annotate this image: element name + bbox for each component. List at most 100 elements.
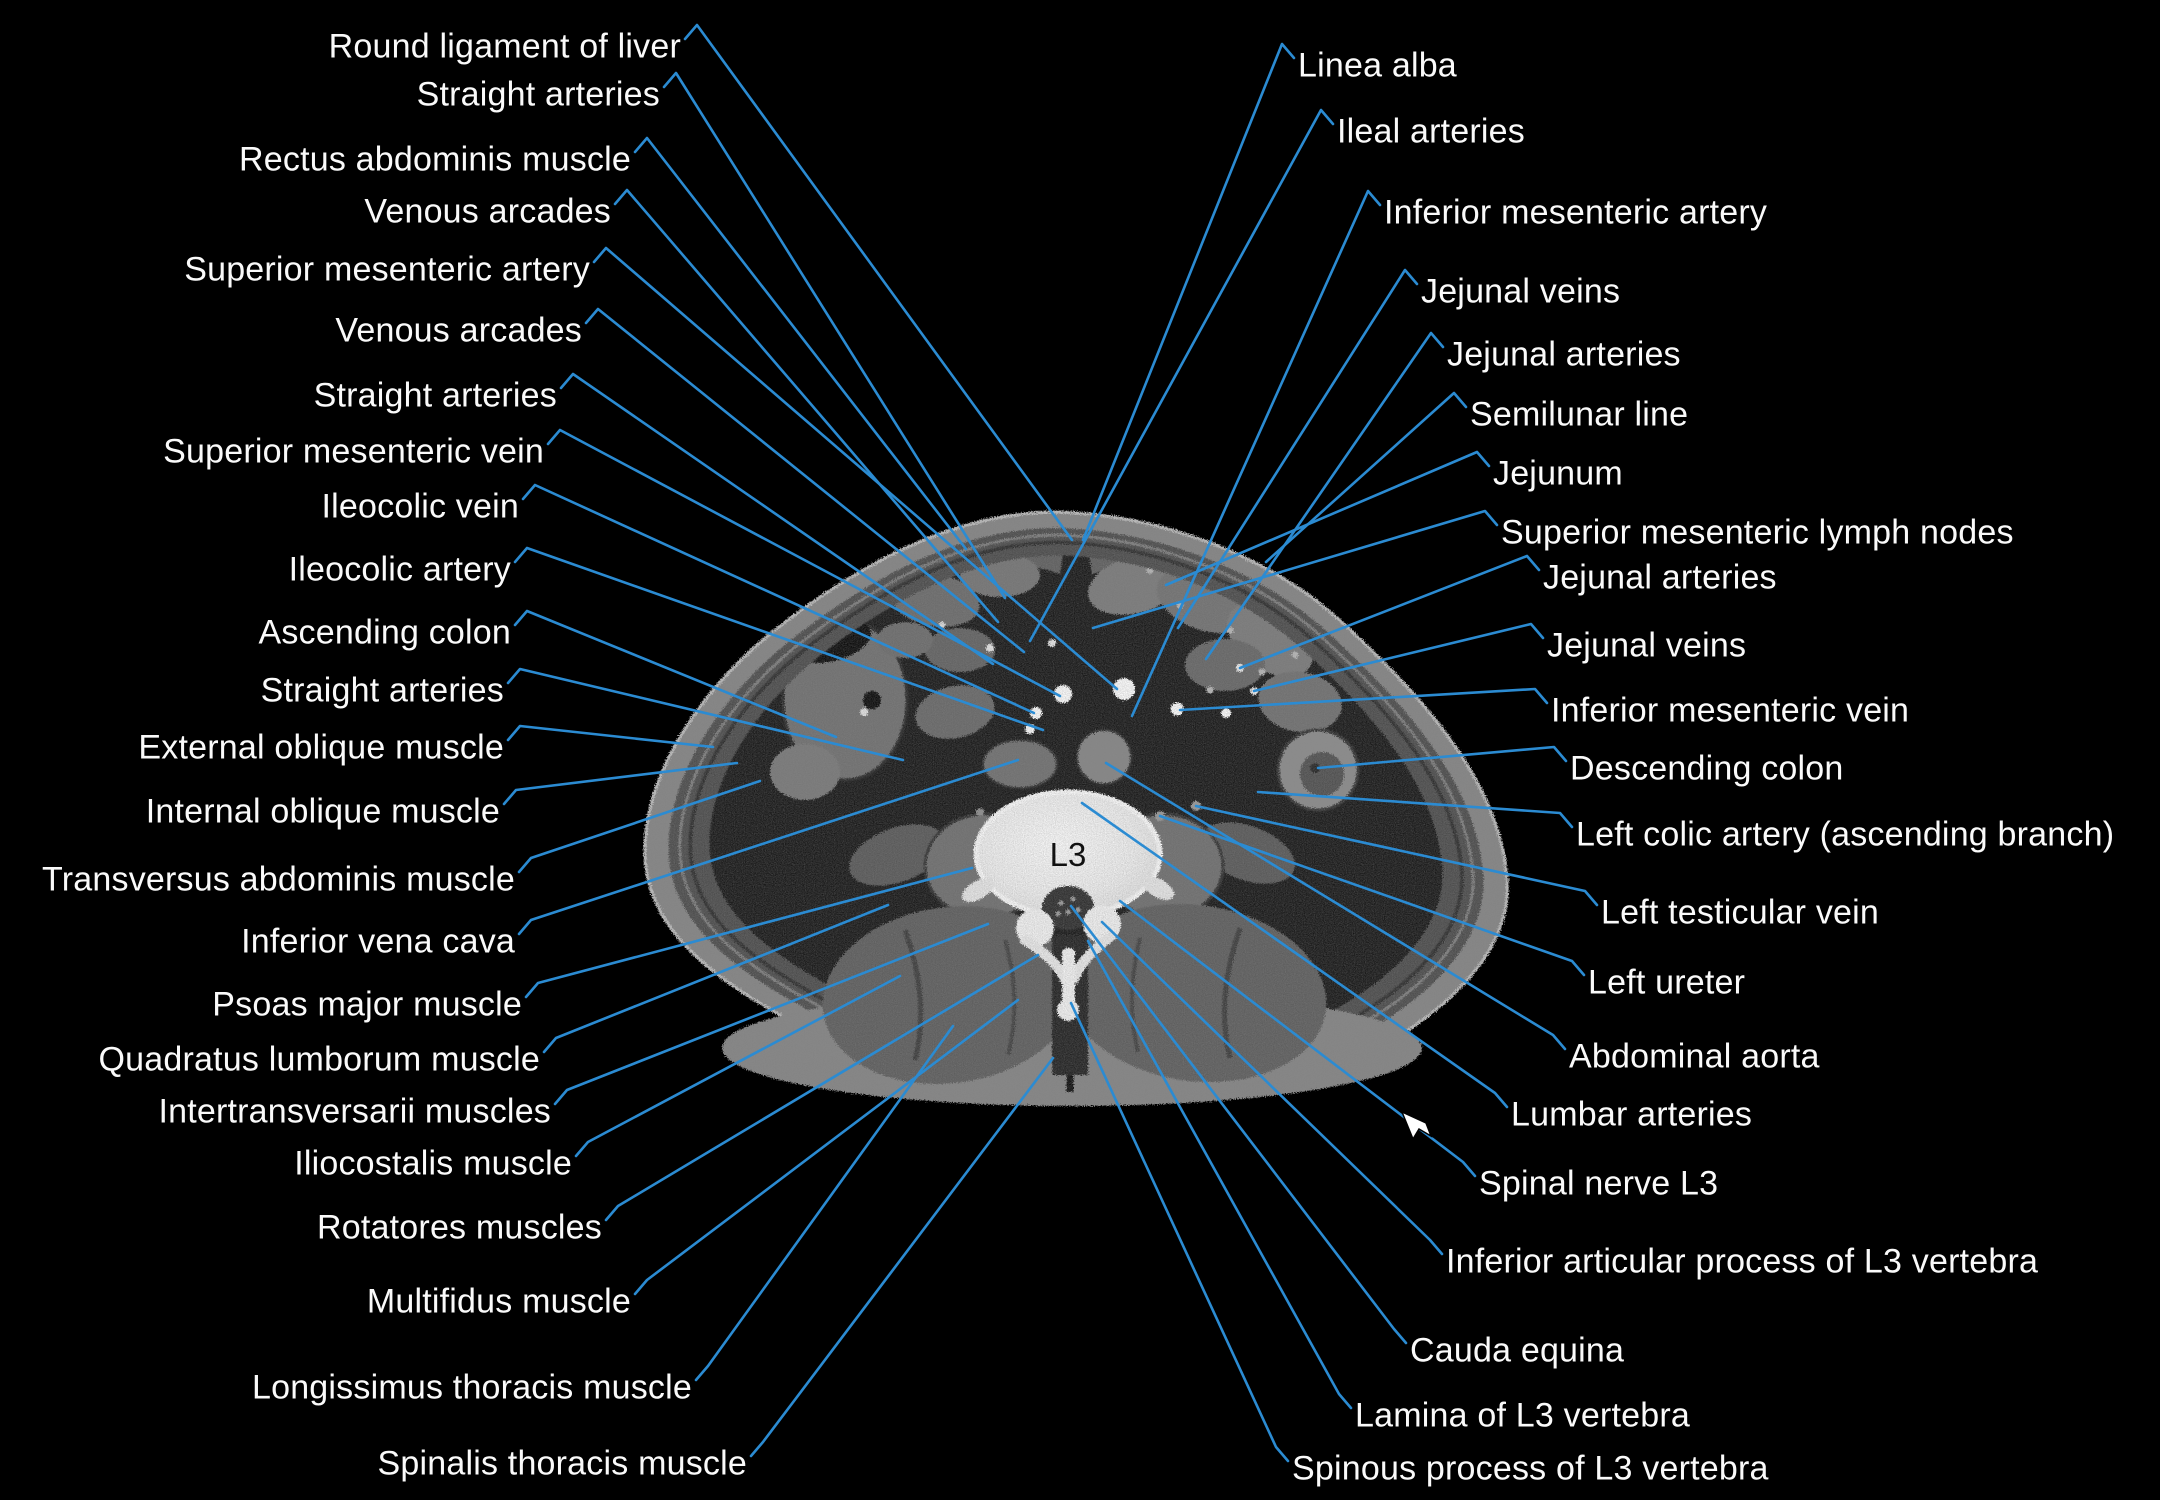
anatomy-label-inferior-mesenteric-artery[interactable]: Inferior mesenteric artery <box>1384 193 1768 232</box>
vessel-dot <box>986 644 994 652</box>
vessel-dot <box>1221 708 1231 718</box>
ileocolic-vein-dot <box>1030 707 1042 719</box>
anatomy-label-left-colic-artery-ascending-branch[interactable]: Left colic artery (ascending branch) <box>1576 815 2115 854</box>
superior-mesenteric-artery-dot <box>1113 678 1135 700</box>
vessel-dot <box>860 708 868 716</box>
anatomy-label-superior-mesenteric-vein[interactable]: Superior mesenteric vein <box>163 432 544 471</box>
anatomy-label-descending-colon[interactable]: Descending colon <box>1570 749 1844 788</box>
anatomy-label-rotatores-muscles[interactable]: Rotatores muscles <box>317 1208 602 1247</box>
inferior-mesenteric-vein-dot <box>1170 702 1184 716</box>
vessel-dot <box>976 808 984 816</box>
leader-line-left-ureter <box>1158 814 1586 977</box>
anatomy-label-lamina-of-l3-vertebra[interactable]: Lamina of L3 vertebra <box>1355 1396 1690 1435</box>
anatomy-label-straight-arteries[interactable]: Straight arteries <box>416 75 660 114</box>
leader-line-multifidus-muscle <box>633 998 1020 1296</box>
muscle-septum <box>902 929 924 1061</box>
leader-line-ileal-arteries <box>1028 108 1335 643</box>
anatomy-label-transversus-abdominis-muscle[interactable]: Transversus abdominis muscle <box>42 860 515 899</box>
anatomy-label-iliocostalis-muscle[interactable]: Iliocostalis muscle <box>294 1144 572 1183</box>
anatomy-label-venous-arcades[interactable]: Venous arcades <box>364 192 611 231</box>
leader-lines-layer <box>502 23 1599 1463</box>
superior-mesenteric-vein-dot <box>1054 685 1072 703</box>
anatomy-label-rectus-abdominis-muscle[interactable]: Rectus abdominis muscle <box>239 140 631 179</box>
abdominal-aorta <box>1076 729 1132 785</box>
anatomy-label-ileocolic-artery[interactable]: Ileocolic artery <box>288 550 511 589</box>
leader-line-transversus-abdominis-muscle <box>517 779 762 874</box>
anatomy-label-superior-mesenteric-lymph-nodes[interactable]: Superior mesenteric lymph nodes <box>1501 513 2014 552</box>
anatomy-label-inferior-mesenteric-vein[interactable]: Inferior mesenteric vein <box>1551 691 1910 730</box>
leader-line-iliocostalis-muscle <box>574 974 902 1158</box>
spinous-process-tip <box>1057 999 1079 1021</box>
leader-line-straight-arteries <box>506 667 905 762</box>
anatomy-label-semilunar-line[interactable]: Semilunar line <box>1470 395 1689 434</box>
leader-line-jejunal-arteries <box>1238 554 1541 670</box>
anatomy-label-jejunal-veins[interactable]: Jejunal veins <box>1421 272 1621 311</box>
anatomy-label-linea-alba[interactable]: Linea alba <box>1298 46 1457 85</box>
bowel-loop <box>915 685 995 739</box>
anatomy-label-superior-mesenteric-artery[interactable]: Superior mesenteric artery <box>184 250 590 289</box>
anatomy-label-round-ligament-of-liver[interactable]: Round ligament of liver <box>328 27 681 66</box>
anatomy-label-spinous-process-of-l3-vertebra[interactable]: Spinous process of L3 vertebra <box>1292 1449 1769 1488</box>
vertebra-level-text: L3 <box>1050 836 1087 873</box>
bowel-loop <box>925 628 995 672</box>
leader-line-ascending-colon <box>513 609 838 739</box>
anatomy-label-ileocolic-vein[interactable]: Ileocolic vein <box>321 487 519 526</box>
leader-line-quadratus-lumborum-muscle <box>542 903 890 1054</box>
anatomy-label-longissimus-thoracis-muscle[interactable]: Longissimus thoracis muscle <box>251 1368 692 1407</box>
leader-line-descending-colon <box>1316 745 1568 770</box>
leader-line-abdominal-aorta <box>1104 761 1567 1051</box>
anatomy-label-spinalis-thoracis-muscle[interactable]: Spinalis thoracis muscle <box>377 1444 747 1483</box>
leader-line-left-testicular-vein <box>1194 804 1599 907</box>
leader-line-rotatores-muscles <box>604 953 1040 1222</box>
muscle-septum <box>1129 937 1142 1053</box>
anatomy-label-left-testicular-vein[interactable]: Left testicular vein <box>1601 893 1880 932</box>
leader-line-semilunar-line <box>1264 391 1468 564</box>
leader-line-spinalis-thoracis-muscle <box>749 1056 1055 1458</box>
leader-line-ileocolic-vein <box>521 483 1036 715</box>
anatomy-label-abdominal-aorta[interactable]: Abdominal aorta <box>1569 1037 1820 1076</box>
leader-line-linea-alba <box>1081 42 1296 542</box>
anatomy-label-lumbar-arteries[interactable]: Lumbar arteries <box>1511 1095 1753 1134</box>
anatomy-label-inferior-vena-cava[interactable]: Inferior vena cava <box>241 922 515 961</box>
anatomy-label-jejunal-arteries[interactable]: Jejunal arteries <box>1447 335 1681 374</box>
anatomy-label-cauda-equina[interactable]: Cauda equina <box>1410 1331 1625 1370</box>
anatomy-label-internal-oblique-muscle[interactable]: Internal oblique muscle <box>145 792 500 831</box>
anatomy-label-left-ureter[interactable]: Left ureter <box>1588 963 1746 1002</box>
anatomy-label-straight-arteries[interactable]: Straight arteries <box>260 671 504 710</box>
leader-line-round-ligament-of-liver <box>683 23 1074 542</box>
anatomy-label-spinal-nerve-l3[interactable]: Spinal nerve L3 <box>1479 1164 1719 1203</box>
erector-spinae-right <box>822 906 1078 1084</box>
leader-line-straight-arteries <box>662 71 1007 600</box>
bowel-loop <box>877 622 933 658</box>
anatomy-label-jejunum[interactable]: Jejunum <box>1493 454 1623 493</box>
anatomy-label-ascending-colon[interactable]: Ascending colon <box>258 613 511 652</box>
anatomy-label-psoas-major-muscle[interactable]: Psoas major muscle <box>212 985 522 1024</box>
ct-image <box>643 510 1509 1106</box>
anatomy-label-inferior-articular-process-of-l3-vertebra[interactable]: Inferior articular process of L3 vertebr… <box>1446 1242 2039 1281</box>
anatomy-label-jejunal-arteries[interactable]: Jejunal arteries <box>1543 558 1777 597</box>
anatomy-label-external-oblique-muscle[interactable]: External oblique muscle <box>138 728 504 767</box>
leader-line-external-oblique-muscle <box>506 724 715 749</box>
anatomy-label-multifidus-muscle[interactable]: Multifidus muscle <box>366 1282 631 1321</box>
leader-line-spinal-nerve-l3 <box>1118 899 1477 1178</box>
leader-line-cauda-equina <box>1069 904 1408 1345</box>
anatomy-label-straight-arteries[interactable]: Straight arteries <box>313 376 557 415</box>
anatomy-label-jejunal-veins[interactable]: Jejunal veins <box>1547 626 1747 665</box>
anatomy-label-venous-arcades[interactable]: Venous arcades <box>335 311 582 350</box>
descending-colon-lumen <box>1300 752 1344 796</box>
bowel-loop <box>770 744 840 800</box>
leader-line-inferior-articular-process-of-l3-vertebra <box>1100 920 1444 1256</box>
leader-line-inferior-vena-cava <box>517 758 1020 936</box>
leader-line-jejunal-veins <box>1252 622 1545 693</box>
leader-line-jejunal-veins <box>1176 268 1419 630</box>
leader-line-superior-mesenteric-vein <box>546 428 1062 698</box>
colon-air-pocket <box>863 691 881 709</box>
anatomy-label-intertransversarii-muscles[interactable]: Intertransversarii muscles <box>158 1092 551 1131</box>
leader-line-psoas-major-muscle <box>524 866 974 999</box>
leader-line-lumbar-arteries <box>1080 801 1509 1109</box>
anatomy-label-quadratus-lumborum-muscle[interactable]: Quadratus lumborum muscle <box>98 1040 540 1079</box>
anatomy-label-ileal-arteries[interactable]: Ileal arteries <box>1337 112 1525 151</box>
leader-line-inferior-mesenteric-vein <box>1178 687 1549 712</box>
